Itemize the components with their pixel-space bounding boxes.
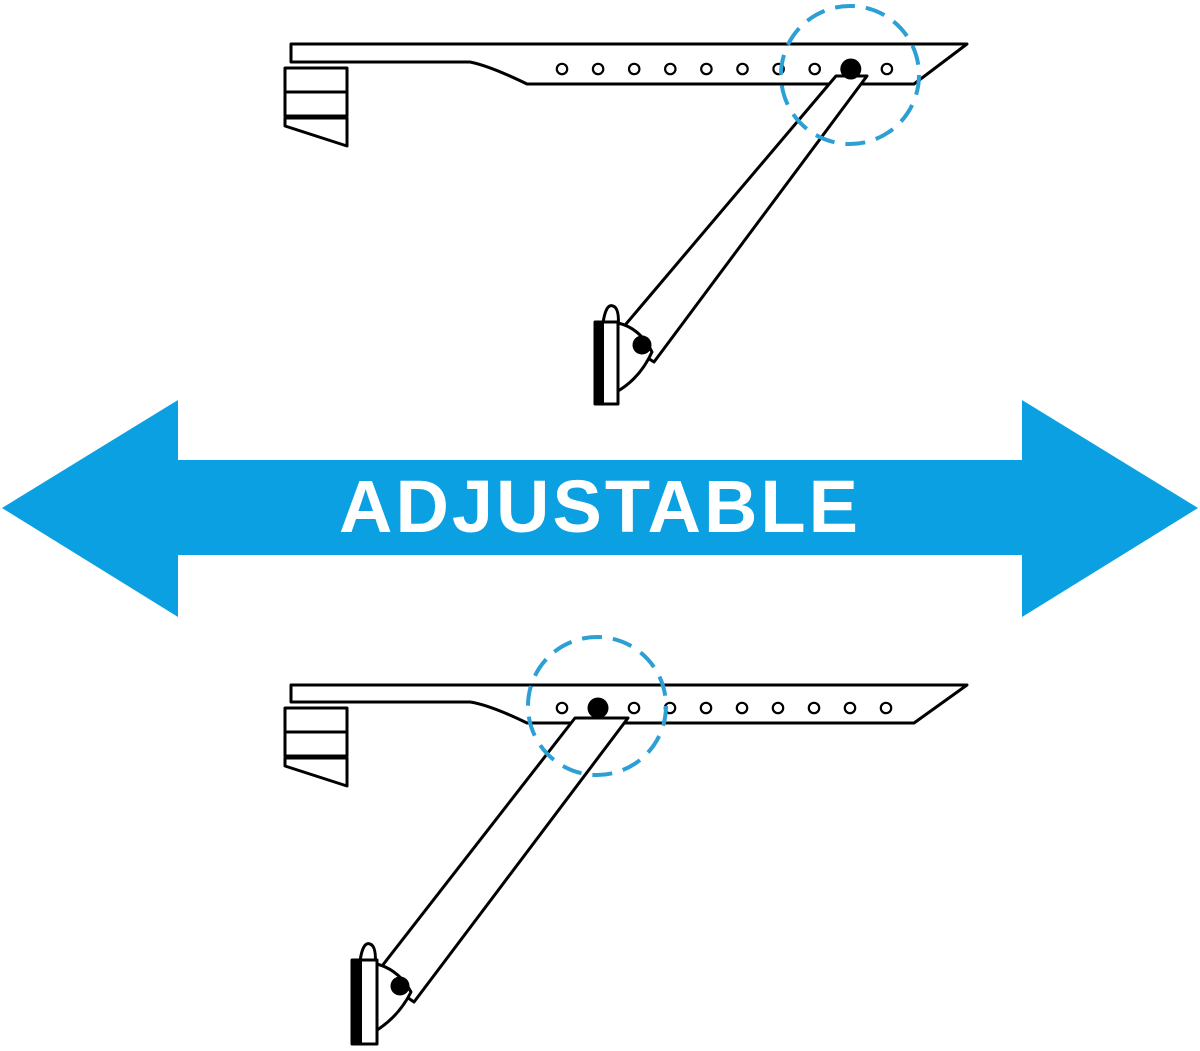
wall-clamp	[283, 706, 349, 788]
selected-hole	[840, 58, 862, 80]
pivot-pin	[390, 976, 410, 996]
highlight-circle	[526, 635, 668, 777]
adjustment-hole	[843, 701, 857, 715]
horizontal-rail	[289, 683, 969, 725]
pivot-pin	[632, 335, 652, 355]
adjustment-hole	[555, 62, 569, 76]
adjustment-hole	[771, 701, 785, 715]
horizontal-rail	[289, 42, 969, 86]
adjustment-hole	[879, 701, 893, 715]
adjustable-bracket-top	[283, 4, 969, 406]
adjustment-hole	[663, 62, 677, 76]
wall-clamp	[283, 66, 349, 148]
adjustment-hole	[880, 62, 894, 76]
highlight-circle	[779, 4, 921, 146]
adjustment-hole	[699, 701, 713, 715]
adjustment-hole	[627, 62, 641, 76]
adjustment-hole	[808, 62, 821, 76]
diagonal-support-arm	[373, 716, 630, 1004]
adjustment-hole	[735, 701, 749, 715]
adjustment-holes	[555, 58, 894, 80]
adjustable-label: ADJUSTABLE	[339, 465, 861, 548]
adjustment-hole	[700, 62, 713, 76]
adjustment-hole	[555, 701, 569, 715]
foot-bracket	[350, 942, 413, 1046]
foot-bracket	[593, 304, 654, 406]
adjustment-hole	[736, 62, 749, 76]
selected-hole	[587, 697, 609, 719]
adjustment-hole	[627, 701, 641, 715]
diagonal-support-arm	[613, 74, 869, 364]
adjustment-holes	[555, 697, 893, 719]
double-arrow-icon	[2, 400, 1198, 617]
adjustable-bracket-bottom	[283, 635, 969, 1046]
adjustment-hole	[807, 701, 821, 715]
adjustment-hole	[591, 62, 605, 76]
